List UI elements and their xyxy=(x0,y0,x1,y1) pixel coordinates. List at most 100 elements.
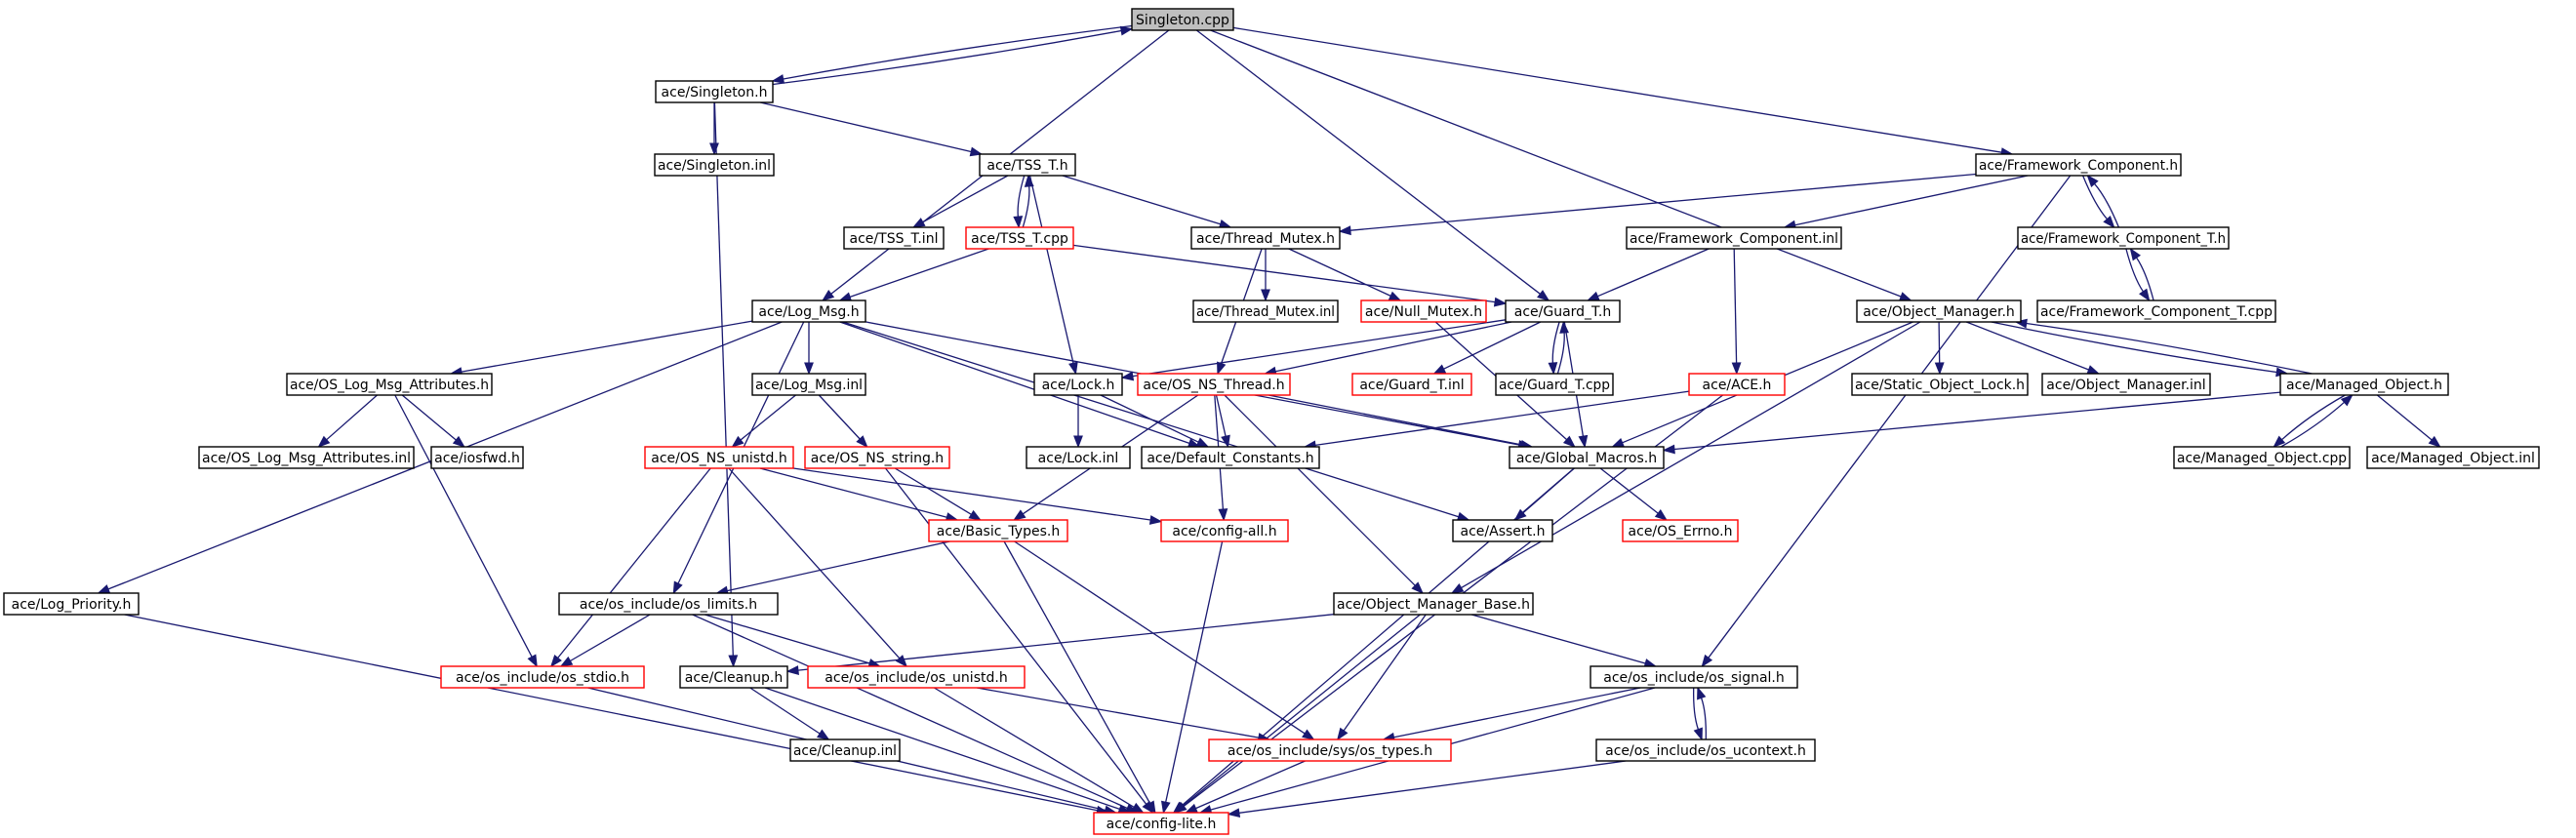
node-os-errno-h[interactable]: ace/OS_Errno.h xyxy=(1622,519,1739,542)
node-global-macros-h[interactable]: ace/Global_Macros.h xyxy=(1509,446,1665,469)
node-box[interactable] xyxy=(1590,665,1798,689)
node-box[interactable] xyxy=(843,226,945,250)
node-box[interactable] xyxy=(655,80,774,103)
node-box[interactable] xyxy=(1626,226,1842,250)
node-managed-object-cpp[interactable]: ace/Managed_Object.cpp xyxy=(2173,446,2351,469)
node-box[interactable] xyxy=(679,665,788,689)
node-box[interactable] xyxy=(1141,446,1320,469)
node-box[interactable] xyxy=(286,373,493,396)
node-os-unistd-h[interactable]: ace/os_include/os_unistd.h xyxy=(807,665,1026,689)
node-object-manager-h[interactable]: ace/Object_Manager.h xyxy=(1856,299,2022,323)
node-box[interactable] xyxy=(1622,519,1739,542)
node-box[interactable] xyxy=(644,446,794,469)
node-box[interactable] xyxy=(1160,519,1289,542)
node-cleanup-inl[interactable]: ace/Cleanup.inl xyxy=(789,738,901,762)
node-box[interactable] xyxy=(751,373,866,396)
node-os-log-msg-attr-h[interactable]: ace/OS_Log_Msg_Attributes.h xyxy=(286,373,493,396)
node-box[interactable] xyxy=(1495,373,1614,396)
node-os-ucontext-h[interactable]: ace/os_include/os_ucontext.h xyxy=(1595,738,1816,762)
node-box[interactable] xyxy=(1856,299,2022,323)
node-box[interactable] xyxy=(1033,373,1123,396)
node-box[interactable] xyxy=(2366,446,2540,469)
node-guard-t-h[interactable]: ace/Guard_T.h xyxy=(1505,299,1621,323)
node-tss-t-cpp[interactable]: ace/TSS_T.cpp xyxy=(965,226,1074,250)
node-null-mutex-h[interactable]: ace/Null_Mutex.h xyxy=(1360,299,1487,323)
node-box[interactable] xyxy=(1093,812,1229,835)
node-box[interactable] xyxy=(430,446,524,469)
node-ace-h[interactable]: ace/ACE.h xyxy=(1688,373,1786,396)
node-tss-t-inl[interactable]: ace/TSS_T.inl xyxy=(843,226,945,250)
node-singleton-cpp[interactable]: Singleton.cpp xyxy=(1131,8,1234,31)
node-box[interactable] xyxy=(1137,373,1291,396)
node-box[interactable] xyxy=(1351,373,1472,396)
node-box[interactable] xyxy=(654,153,775,177)
node-box[interactable] xyxy=(979,153,1076,177)
node-lock-inl[interactable]: ace/Lock.inl xyxy=(1026,446,1131,469)
node-box[interactable] xyxy=(807,665,1026,689)
node-tss-t-h[interactable]: ace/TSS_T.h xyxy=(979,153,1076,177)
node-box[interactable] xyxy=(558,592,779,616)
node-log-msg-inl[interactable]: ace/Log_Msg.inl xyxy=(751,373,866,396)
node-guard-t-inl[interactable]: ace/Guard_T.inl xyxy=(1351,373,1472,396)
node-basic-types-h[interactable]: ace/Basic_Types.h xyxy=(928,519,1068,542)
node-os-limits-h[interactable]: ace/os_include/os_limits.h xyxy=(558,592,779,616)
node-box[interactable] xyxy=(440,665,645,689)
node-box[interactable] xyxy=(2036,299,2276,323)
node-framework-component-inl[interactable]: ace/Framework_Component.inl xyxy=(1626,226,1842,250)
node-box[interactable] xyxy=(1595,738,1816,762)
node-thread-mutex-inl[interactable]: ace/Thread_Mutex.inl xyxy=(1192,299,1339,323)
node-assert-h[interactable]: ace/Assert.h xyxy=(1452,519,1553,542)
node-box[interactable] xyxy=(2173,446,2351,469)
node-box[interactable] xyxy=(2017,226,2230,250)
node-box[interactable] xyxy=(1360,299,1487,323)
node-framework-component-t-cpp[interactable]: ace/Framework_Component_T.cpp xyxy=(2036,299,2276,323)
node-default-constants-h[interactable]: ace/Default_Constants.h xyxy=(1141,446,1320,469)
node-box[interactable] xyxy=(965,226,1074,250)
node-box[interactable] xyxy=(1026,446,1131,469)
node-os-signal-h[interactable]: ace/os_include/os_signal.h xyxy=(1590,665,1798,689)
node-box[interactable] xyxy=(1192,299,1339,323)
node-box[interactable] xyxy=(1333,592,1534,616)
node-box[interactable] xyxy=(3,592,140,616)
node-managed-object-inl[interactable]: ace/Managed_Object.inl xyxy=(2366,446,2540,469)
node-box[interactable] xyxy=(789,738,901,762)
node-os-ns-unistd-h[interactable]: ace/OS_NS_unistd.h xyxy=(644,446,794,469)
node-box[interactable] xyxy=(804,446,950,469)
node-framework-component-h[interactable]: ace/Framework_Component.h xyxy=(1975,153,2182,177)
node-static-object-lock-h[interactable]: ace/Static_Object_Lock.h xyxy=(1851,373,2029,396)
node-thread-mutex-h[interactable]: ace/Thread_Mutex.h xyxy=(1190,226,1341,250)
node-box[interactable] xyxy=(928,519,1068,542)
node-singleton-h[interactable]: ace/Singleton.h xyxy=(655,80,774,103)
node-log-msg-h[interactable]: ace/Log_Msg.h xyxy=(751,299,866,323)
node-os-ns-string-h[interactable]: ace/OS_NS_string.h xyxy=(804,446,950,469)
node-box[interactable] xyxy=(1505,299,1621,323)
node-box[interactable] xyxy=(1975,153,2182,177)
node-box[interactable] xyxy=(1509,446,1665,469)
node-cleanup-h[interactable]: ace/Cleanup.h xyxy=(679,665,788,689)
node-os-types-h[interactable]: ace/os_include/sys/os_types.h xyxy=(1208,738,1452,762)
node-box[interactable] xyxy=(1131,8,1234,31)
node-iosfwd-h[interactable]: ace/iosfwd.h xyxy=(430,446,524,469)
node-guard-t-cpp[interactable]: ace/Guard_T.cpp xyxy=(1495,373,1614,396)
node-box[interactable] xyxy=(1452,519,1553,542)
node-os-ns-thread-h[interactable]: ace/OS_NS_Thread.h xyxy=(1137,373,1291,396)
node-object-manager-inl[interactable]: ace/Object_Manager.inl xyxy=(2041,373,2211,396)
node-lock-h[interactable]: ace/Lock.h xyxy=(1033,373,1123,396)
node-os-stdio-h[interactable]: ace/os_include/os_stdio.h xyxy=(440,665,645,689)
node-box[interactable] xyxy=(751,299,866,323)
node-box[interactable] xyxy=(2041,373,2211,396)
node-box[interactable] xyxy=(1190,226,1341,250)
node-box[interactable] xyxy=(198,446,415,469)
node-box[interactable] xyxy=(1851,373,2029,396)
node-box[interactable] xyxy=(1208,738,1452,762)
node-os-log-msg-attr-inl[interactable]: ace/OS_Log_Msg_Attributes.inl xyxy=(198,446,415,469)
node-framework-component-t-h[interactable]: ace/Framework_Component_T.h xyxy=(2017,226,2230,250)
node-managed-object-h[interactable]: ace/Managed_Object.h xyxy=(2279,373,2449,396)
node-singleton-inl[interactable]: ace/Singleton.inl xyxy=(654,153,775,177)
node-log-priority-h[interactable]: ace/Log_Priority.h xyxy=(3,592,140,616)
node-box[interactable] xyxy=(1688,373,1786,396)
node-config-lite-h[interactable]: ace/config-lite.h xyxy=(1093,812,1229,835)
node-box[interactable] xyxy=(2279,373,2449,396)
node-config-all-h[interactable]: ace/config-all.h xyxy=(1160,519,1289,542)
node-object-manager-base-h[interactable]: ace/Object_Manager_Base.h xyxy=(1333,592,1534,616)
